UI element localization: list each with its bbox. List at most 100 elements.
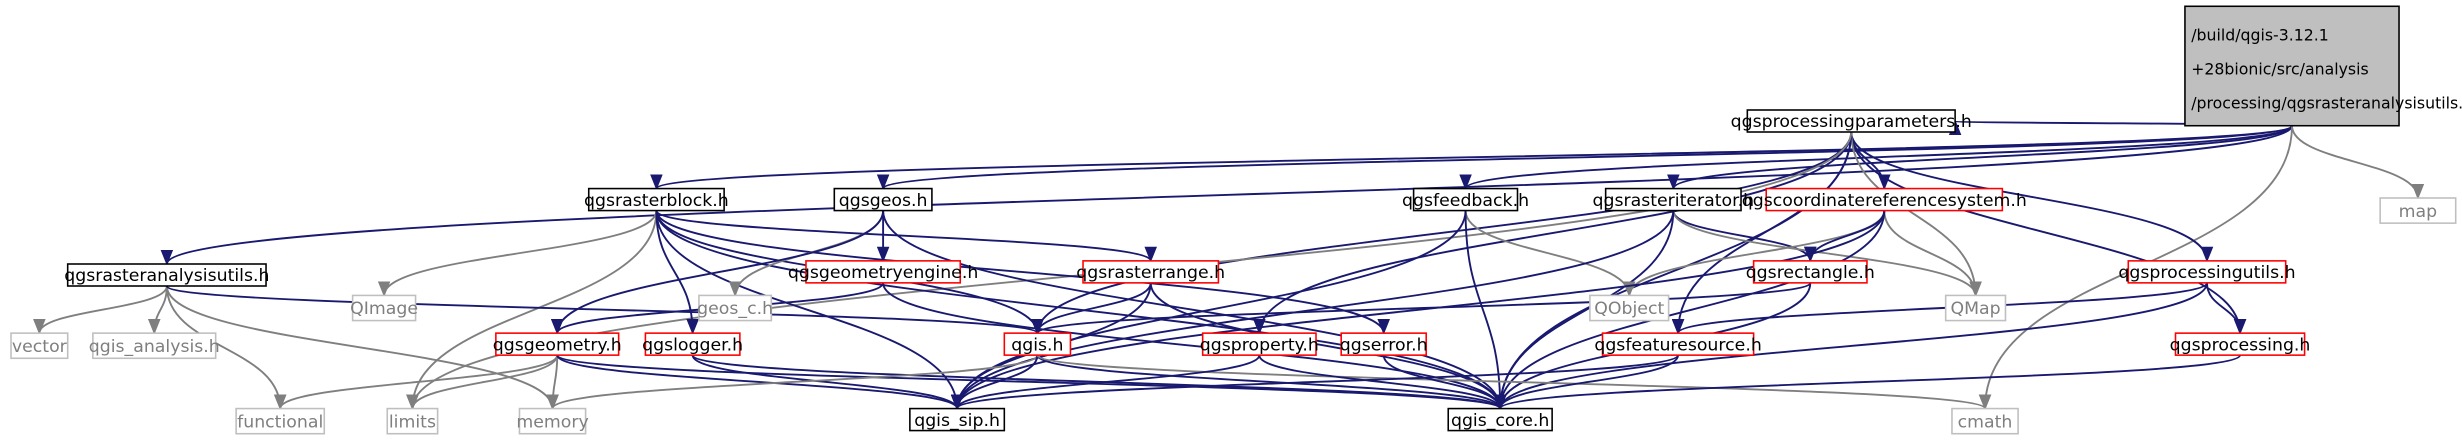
- node-procparams[interactable]: qgsprocessingparameters.h: [1731, 109, 1972, 133]
- node-label-property: qgsproperty.h: [1200, 335, 1319, 355]
- edge-procparams-to-procutils: [1850, 131, 2214, 263]
- node-label-qgiscore: qgis_core.h: [1451, 411, 1549, 431]
- node-label-qmap: QMap: [1950, 299, 2000, 319]
- node-box-memory: [518, 407, 587, 435]
- edge-feedback-to-qobject: [1464, 210, 1636, 297]
- node-cmath: cmath: [1951, 407, 2019, 435]
- edge-analysisutils-to-vector: [33, 285, 168, 335]
- node-box-rasteriter: [1604, 187, 1742, 212]
- node-crs[interactable]: qgscoordinatereferencesystem.h: [1742, 187, 2027, 212]
- edge-geometry-to-functional: [274, 354, 559, 411]
- node-label-geosc: geos_c.h: [697, 299, 773, 319]
- node-geometry[interactable]: qgsgeometry.h: [493, 332, 622, 356]
- node-label-root: /build/qgis-3.12.1+28bionic/src/analysis…: [2191, 25, 2462, 112]
- edge-root-to-rasteriter: [1667, 125, 2293, 191]
- edge-rasterblock-to-rasterrange: [655, 209, 1157, 263]
- node-geosc: geos_c.h: [697, 294, 773, 322]
- edge-rasterrange-to-qgiscore: [1149, 282, 1507, 411]
- node-box-rasterrange: [1082, 260, 1220, 284]
- node-root: /build/qgis-3.12.1+28bionic/src/analysis…: [2184, 5, 2462, 127]
- node-geos[interactable]: qgsgeos.h: [833, 187, 933, 212]
- node-box-qgisanalysis: [92, 332, 217, 360]
- node-label-functional: functional: [237, 412, 323, 432]
- edge-property-to-qgissip: [950, 354, 1261, 411]
- edge-procparams-to-qmap: [1850, 131, 1982, 297]
- node-vector: vector: [10, 332, 69, 360]
- edge-analysisutils-to-functional: [165, 285, 287, 411]
- edge-featuresource-to-qgiscore: [1493, 354, 1680, 411]
- node-limits: limits: [386, 407, 439, 435]
- node-label-limits: limits: [389, 412, 436, 432]
- edge-procutils-to-processing: [2206, 282, 2247, 335]
- edge-qgis-to-memory: [546, 354, 1039, 411]
- node-error[interactable]: qgserror.h: [1340, 332, 1428, 356]
- edge-qgis-to-qgiscore: [1036, 354, 1507, 411]
- edge-rasteriter-to-qmap: [1672, 210, 1982, 297]
- node-rasteriter[interactable]: qgsrasteriterator.h: [1593, 187, 1755, 212]
- node-label-rasteriter: qgsrasteriterator.h: [1593, 191, 1755, 211]
- node-analysisutils[interactable]: qgsrasteranalysisutils.h: [64, 263, 269, 287]
- edge-property-to-qgiscore: [1258, 354, 1507, 411]
- node-qmap: QMap: [1944, 294, 2007, 322]
- node-qgis[interactable]: qgis.h: [1003, 332, 1072, 356]
- edge-qgis-to-cmath: [1036, 354, 1991, 411]
- node-processing[interactable]: qgsprocessing.h: [2170, 332, 2311, 356]
- node-rectangle[interactable]: qgsrectangle.h: [1746, 260, 1875, 284]
- node-feedback[interactable]: qgsfeedback.h: [1402, 187, 1529, 212]
- edge-root-to-feedback: [1459, 124, 2293, 191]
- node-property[interactable]: qgsproperty.h: [1200, 332, 1319, 356]
- edge-analysisutils-to-memory: [165, 285, 559, 411]
- node-label-rasterblock: qgsrasterblock.h: [584, 191, 729, 211]
- node-label-map: map: [2399, 202, 2437, 222]
- node-label-crs: qgscoordinatereferencesystem.h: [1742, 191, 2027, 211]
- node-label-geos: qgsgeos.h: [839, 191, 928, 211]
- node-box-geomengine: [805, 260, 962, 284]
- node-box-geometry: [495, 332, 620, 356]
- node-box-root: [2184, 5, 2400, 127]
- edge-crs-to-qgissip: [950, 210, 1886, 411]
- node-procutils[interactable]: qgsprocessingutils.h: [2118, 260, 2296, 284]
- edge-rasteriter-to-qgissip: [950, 210, 1675, 411]
- edge-featuresource-to-qgissip: [951, 354, 1680, 411]
- node-qimage: QImage: [350, 294, 418, 322]
- node-label-analysisutils: qgsrasteranalysisutils.h: [64, 266, 269, 286]
- edge-procparams-to-property: [1253, 131, 1853, 335]
- node-box-geos: [833, 187, 933, 212]
- edge-analysisutils-to-qgisanalysis: [147, 285, 168, 335]
- node-logger[interactable]: qgslogger.h: [642, 332, 743, 356]
- edge-geometry-to-qgissip: [556, 354, 964, 411]
- node-box-property: [1201, 332, 1317, 356]
- node-box-rectangle: [1752, 260, 1868, 284]
- edge-root-to-geos: [877, 124, 2293, 191]
- node-geomengine[interactable]: qgsgeometryengine.h: [788, 260, 978, 284]
- node-box-qmap: [1944, 294, 2007, 322]
- node-label-qgis: qgis.h: [1011, 335, 1063, 355]
- node-label-cmath: cmath: [1958, 412, 2013, 432]
- node-qgiscore[interactable]: qgis_core.h: [1447, 407, 1553, 432]
- node-label-rasterrange: qgsrasterrange.h: [1076, 263, 1225, 283]
- node-memory: memory: [516, 407, 589, 435]
- node-rasterblock[interactable]: qgsrasterblock.h: [584, 187, 729, 212]
- edge-procutils-to-featuresource: [1672, 281, 2208, 335]
- edge-procparams-to-processing: [1850, 131, 2247, 335]
- node-box-functional: [235, 407, 326, 435]
- node-rasterrange[interactable]: qgsrasterrange.h: [1076, 260, 1225, 284]
- edge-rasterblock-to-qgiscore: [655, 210, 1507, 411]
- node-featuresource[interactable]: qgsfeaturesource.h: [1594, 332, 1762, 356]
- edge-geometry-to-limits: [406, 354, 559, 411]
- node-label-feedback: qgsfeedback.h: [1402, 191, 1529, 211]
- edge-geometry-to-qgiscore: [556, 354, 1506, 411]
- node-box-qgiscore: [1447, 407, 1553, 432]
- node-box-rasterblock: [587, 187, 725, 212]
- node-box-geosc: [698, 294, 773, 322]
- node-box-map: [2379, 197, 2457, 224]
- node-label-geomengine: qgsgeometryengine.h: [788, 263, 978, 283]
- node-functional: functional: [235, 407, 326, 435]
- node-qgissip[interactable]: qgis_sip.h: [909, 407, 1006, 432]
- node-label-processing: qgsprocessing.h: [2170, 335, 2311, 355]
- edge-processing-to-qgiscore: [1494, 354, 2241, 411]
- edge-procparams-to-qgis: [1031, 131, 1853, 335]
- node-box-qgis: [1003, 332, 1072, 356]
- node-label-qgissip: qgis_sip.h: [914, 411, 1000, 431]
- node-label-qimage: QImage: [350, 299, 418, 319]
